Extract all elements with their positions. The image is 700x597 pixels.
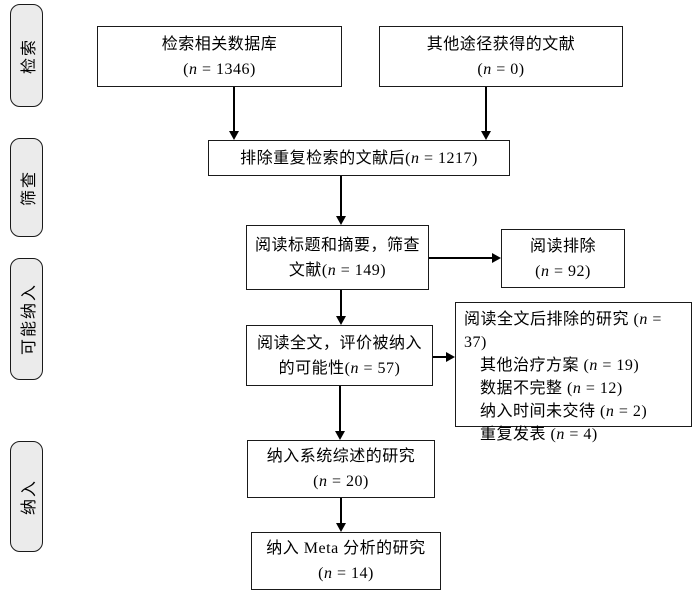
box-other-sources: 其他途径获得的文献 (n = 0) <box>379 26 623 87</box>
stage-label-text: 检索 <box>20 37 38 74</box>
arrowhead-down-icon <box>481 131 491 140</box>
arrowhead-right-icon <box>446 352 455 362</box>
arrow-line-dedup-to-screen <box>340 176 342 216</box>
stage-label-eligibility: 可能纳入 <box>10 258 43 380</box>
box-title-abstract-screen: 阅读标题和摘要，筛查 文献(n = 149) <box>246 225 429 290</box>
box-full-text-review: 阅读全文，评价被纳入 的可能性(n = 57) <box>246 325 433 386</box>
arrowhead-down-icon <box>336 523 346 532</box>
stage-label-text: 纳入 <box>20 478 38 515</box>
box-line: 纳入系统综述的研究 <box>266 448 416 465</box>
arrowhead-down-icon <box>335 431 345 440</box>
exclusion-reason: 数据不完整 (n = 12) <box>480 380 623 397</box>
box-after-dedup: 排除重复检索的文献后(n = 1217) <box>208 140 510 176</box>
box-reading-excluded: 阅读排除 (n = 92) <box>501 229 625 288</box>
arrowhead-down-icon <box>336 316 346 325</box>
box-count: (n = 14) <box>318 565 374 582</box>
box-count: (n = 20) <box>313 473 369 490</box>
stage-label-screening: 筛查 <box>10 138 43 237</box>
stage-label-included: 纳入 <box>10 441 43 552</box>
box-line: 阅读全文后排除的研究 (n = 37) <box>464 311 662 351</box>
stage-label-search: 检索 <box>10 4 43 107</box>
arrow-line-fulltext-to-excluded <box>433 356 446 358</box>
arrow-line-review-to-meta <box>340 498 342 523</box>
box-line: 检索相关数据库 <box>161 35 278 53</box>
arrow-line-other-to-dedup <box>485 87 487 131</box>
box-line: 阅读全文，评价被纳入 <box>256 334 422 352</box>
box-systematic-review-included: 纳入系统综述的研究 (n = 20) <box>247 440 435 498</box>
arrowhead-right-icon <box>492 253 501 263</box>
box-database-search: 检索相关数据库 (n = 1346) <box>97 26 342 87</box>
arrow-line-screen-to-excluded <box>429 257 492 259</box>
box-count: 的可能性(n = 57) <box>278 359 401 377</box>
arrowhead-down-icon <box>336 216 346 225</box>
box-line: 阅读标题和摘要，筛查 <box>254 236 420 254</box>
arrow-line-screen-to-fulltext <box>340 290 342 316</box>
stage-label-text: 筛查 <box>20 169 38 206</box>
exclusion-reason: 纳入时间未交待 (n = 2) <box>480 403 648 420</box>
exclusion-reason: 重复发表 (n = 4) <box>480 426 598 443</box>
arrow-line-db-to-dedup <box>233 87 235 131</box>
box-line: 阅读排除 <box>529 237 596 255</box>
box-count: (n = 1346) <box>183 60 256 78</box>
box-count: 文献(n = 149) <box>288 261 387 279</box>
arrow-line-fulltext-to-review <box>339 386 341 431</box>
box-count: (n = 92) <box>535 262 591 280</box>
box-meta-analysis-included: 纳入 Meta 分析的研究 (n = 14) <box>251 532 441 590</box>
arrowhead-down-icon <box>229 131 239 140</box>
box-count: (n = 0) <box>477 60 525 78</box>
stage-label-text: 可能纳入 <box>20 282 38 356</box>
box-line: 其他途径获得的文献 <box>426 35 576 53</box>
exclusion-reason: 其他治疗方案 (n = 19) <box>480 357 640 374</box>
box-line: 纳入 Meta 分析的研究 <box>266 540 426 557</box>
box-line: 排除重复检索的文献后(n = 1217) <box>240 149 478 167</box>
box-full-text-excluded: 阅读全文后排除的研究 (n = 37) 其他治疗方案 (n = 19) 数据不完… <box>455 302 692 443</box>
